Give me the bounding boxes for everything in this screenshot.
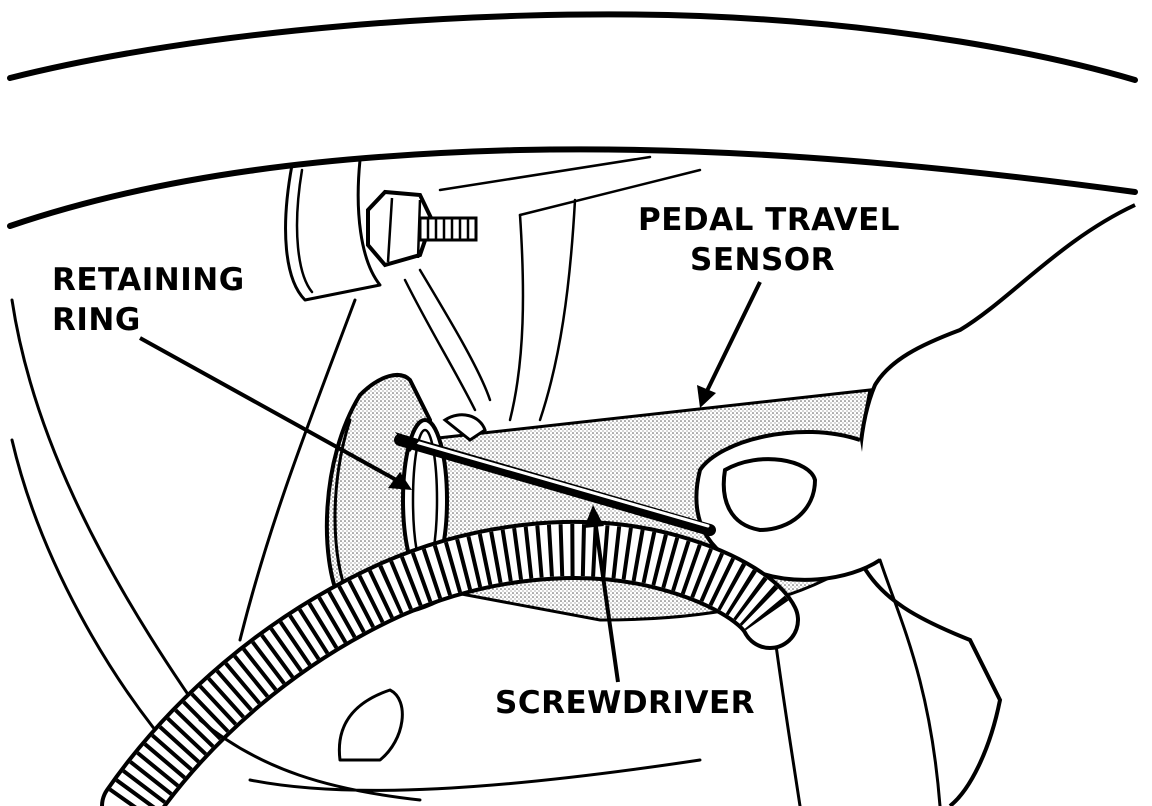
bracket (284, 158, 382, 302)
dash-panel-edge (7, 146, 1138, 229)
bracket-arm-2 (508, 198, 577, 422)
bracket-arm-3 (403, 268, 492, 412)
thumb-nail (721, 457, 818, 533)
retaining-ring-label-line2: RING (52, 302, 141, 338)
upper-panel-edge (7, 11, 1138, 83)
retaining-ring-leader (139, 336, 412, 490)
left-arc-mid (238, 298, 357, 642)
sensor-plunger-tip (442, 413, 487, 442)
wiring-conduit (100, 520, 800, 806)
lower-cutout (337, 688, 404, 762)
bolt-icon (418, 216, 478, 242)
screwdriver-leader (584, 505, 620, 683)
left-arc-inner (10, 438, 182, 762)
lower-edge (198, 718, 702, 802)
screwdriver-label: SCREWDRIVER (495, 685, 755, 721)
bracket-inner (295, 168, 314, 294)
screwdriver-icon (394, 432, 716, 536)
hand (856, 203, 1136, 806)
retaining-ring-label-line1: RETAINING (52, 262, 245, 298)
left-arc-outer (10, 298, 222, 742)
bracket-arm-1 (438, 155, 702, 217)
pedal-travel-sensor-label-line1: PEDAL TRAVEL (638, 202, 900, 238)
pedal-travel-sensor-label-line2: SENSOR (690, 242, 835, 278)
pedal-travel-sensor-leader (697, 281, 762, 408)
